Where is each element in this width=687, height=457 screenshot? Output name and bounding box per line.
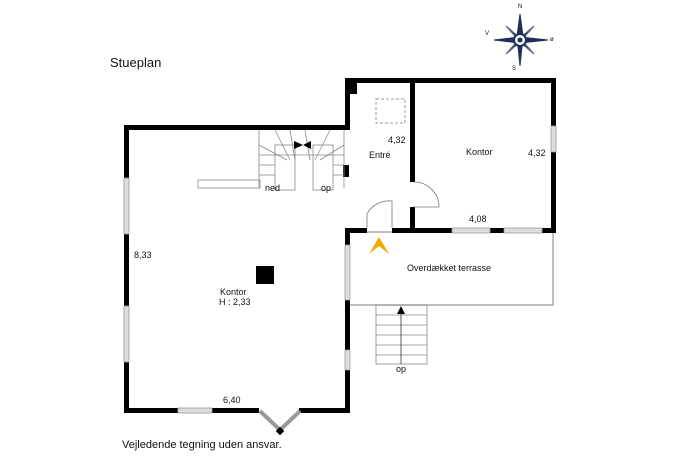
compass-e: ø <box>550 37 554 43</box>
entre-label: Entré <box>369 150 391 160</box>
compass-n: N <box>518 4 523 10</box>
kontor-main-dim-bottom: 6,40 <box>223 395 241 405</box>
up-arrow-icon <box>397 306 405 314</box>
terrasse-label: Overdækket terrasse <box>407 263 492 273</box>
entrance-arrow-icon <box>369 237 389 254</box>
compass-icon <box>493 13 549 67</box>
bay-window <box>258 409 302 436</box>
windows <box>123 125 557 414</box>
kontor-right-dim-side: 4,32 <box>528 148 546 158</box>
interior-stair <box>197 129 345 191</box>
stair-down-label: ned <box>265 183 281 193</box>
kontor-right-dim-bottom: 4,08 <box>469 214 487 224</box>
stair-direction-icon <box>294 141 311 149</box>
kontor-main-height: H : 2,33 <box>219 297 251 307</box>
compass-s: S <box>512 66 517 72</box>
terrace-stair-up-label: op <box>396 364 407 374</box>
doors <box>366 181 440 228</box>
stair-up-label: op <box>321 183 332 193</box>
kontor-right-label: Kontor <box>466 147 493 157</box>
walls <box>124 78 556 413</box>
plan-title: Stueplan <box>110 55 162 70</box>
kontor-main-dim-side: 8,33 <box>134 250 152 260</box>
kontor-main-label: Kontor <box>220 287 247 297</box>
compass-w: V <box>485 31 490 37</box>
hatch <box>375 98 406 124</box>
entre-dim: 4,32 <box>388 135 406 145</box>
disclaimer: Vejledende tegning uden ansvar. <box>122 439 282 451</box>
terrace-stair <box>375 304 428 365</box>
